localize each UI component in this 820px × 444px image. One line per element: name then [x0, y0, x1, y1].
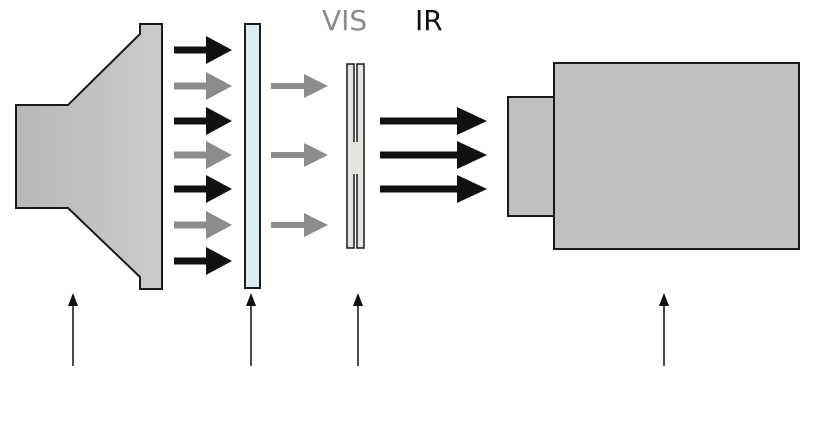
vis-arrow — [174, 72, 232, 100]
ir-arrow — [380, 175, 487, 203]
ir-arrow — [174, 175, 232, 203]
ir-arrow — [380, 141, 487, 169]
vis-arrow — [271, 143, 328, 167]
emitted-arrows — [174, 36, 232, 275]
pointer-arrow — [353, 293, 363, 366]
visible-arrows — [271, 74, 328, 237]
pointer-arrow — [659, 293, 669, 366]
ir-window — [346, 63, 365, 249]
camera-lens — [507, 96, 555, 217]
ir-arrow — [174, 247, 232, 275]
filter-plate — [244, 23, 261, 289]
window-aperture — [353, 142, 358, 174]
vis-label: VIS — [322, 4, 367, 37]
window-outer-right — [356, 63, 365, 249]
pointer-arrow — [68, 293, 78, 366]
camera — [507, 62, 800, 250]
camera-body — [553, 62, 800, 250]
ir-arrows — [380, 107, 487, 203]
window-outer-left — [346, 63, 355, 249]
pointer-arrows — [68, 293, 669, 366]
light-source — [15, 23, 163, 290]
ir-arrow — [174, 36, 232, 64]
ir-arrow — [380, 107, 487, 135]
vis-arrow — [271, 74, 328, 98]
vis-arrow — [271, 213, 328, 237]
ir-arrow — [174, 107, 232, 135]
ir-label: IR — [415, 4, 443, 37]
pointer-arrow — [246, 293, 256, 366]
vis-arrow — [174, 141, 232, 169]
vis-arrow — [174, 211, 232, 239]
